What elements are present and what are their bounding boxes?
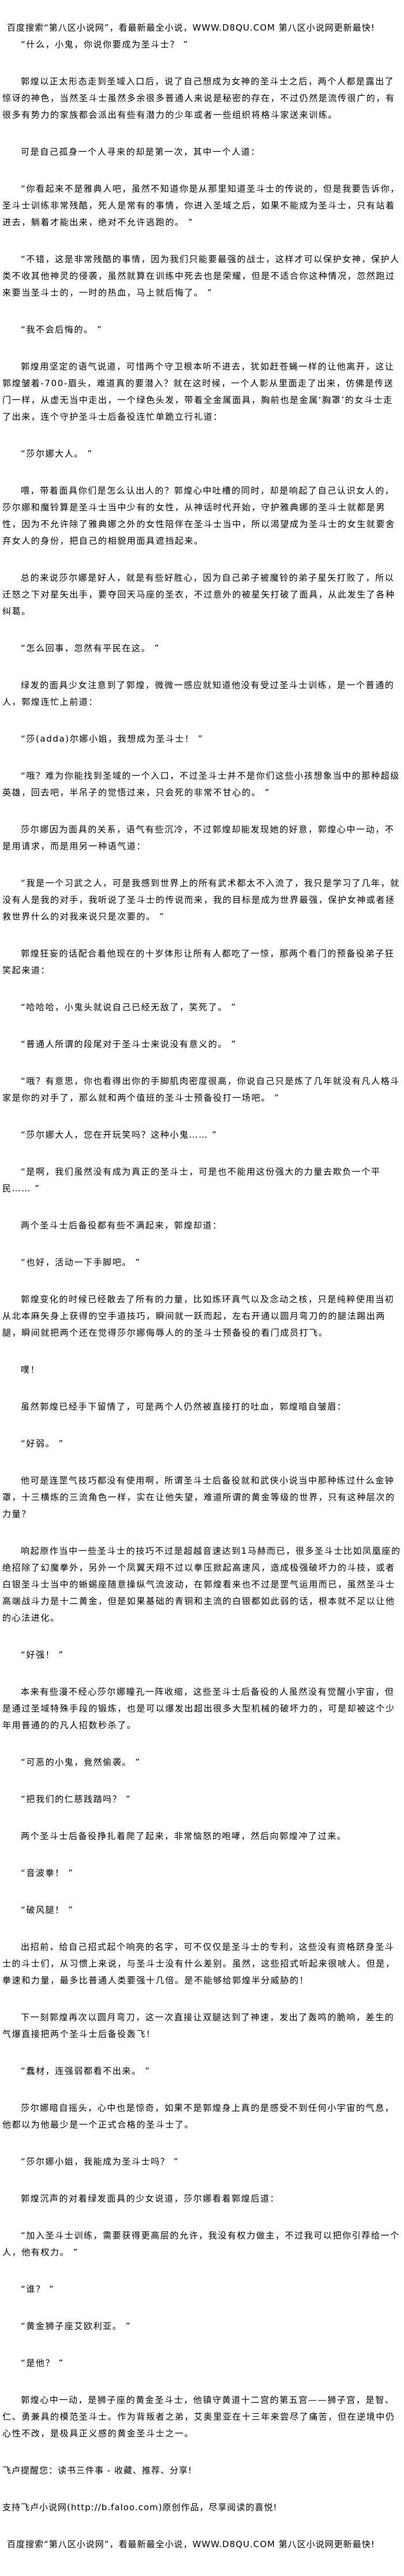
paragraph: “莎尔娜大人，您在开玩笑吗？这种小鬼…… ” xyxy=(21,1130,218,1140)
paragraph: 本来有些漫不经心莎尔娜瞳孔一阵收缩，这些圣斗士后备役的人虽然没有觉醒小宇宙，但是… xyxy=(2,1687,395,1730)
paragraph: “是啊，我们虽然没有成为真正的圣斗士，可是也不能用这份强大的力量去欺负一个平民…… xyxy=(2,1167,381,1194)
paragraph: 喂，带着面具你们是怎么认出人的？郭煌心中吐槽的同时，却是响起了自己认识女人的，莎… xyxy=(2,485,395,546)
paragraph: “莎尔娜大人。 ” xyxy=(21,448,93,459)
paragraph: 响起原作当中一些圣斗士的技巧不过是超越音速达到1马赫而已，很多圣斗士比如凤凰座的… xyxy=(2,1546,401,1623)
paragraph: 总的来说莎尔娜是好人，就是有些好胜心，因为自己弟子被魔铃的弟子星矢打败了，所以迁… xyxy=(2,573,395,616)
paragraph: 出招前，给自己招式起个响亮的名字，可不仅仅是圣斗士的专利，这些没有资格跻身圣斗士… xyxy=(2,1942,395,1986)
footer-banner: 百度搜索“第八区小说网”，看最新最全小说，WWW.D8QU.COM 第八区小说网… xyxy=(7,2539,375,2549)
paragraph: “好强！ ” xyxy=(21,1650,64,1660)
paragraph: “是他？ ” xyxy=(21,2358,64,2368)
paragraph: 两个圣斗士后备役挣扎着爬了起来，非常恼怒的咆哮，然后向郭煌冲了过来。 xyxy=(21,1831,347,1841)
paragraph: 虽然郭煌已经手下留情了，可是两个人仍然被直接打的吐血，郭煌暗自皱眉： xyxy=(21,1401,347,1412)
chapter-body: “什么，小鬼，你说你要成为圣斗士？ ” 郭煌以正太形态走到圣域入口后，说了自己想成… xyxy=(2,36,402,2442)
footer: 飞卢提醒您：读书三件事 - 收藏、推荐、分享! 支持飞卢小说网(http://b… xyxy=(2,2462,402,2553)
paragraph: “你看起来不是雅典人吧，虽然不知道你是从那里知道圣斗士的传说的，但是我要告诉你，… xyxy=(2,184,400,227)
paragraph: 郭煌沉声的对着绿发面具的少女说道，莎尔娜看着郭煌后道： xyxy=(21,2193,280,2204)
paragraph: “可恶的小鬼，竟然偷袭。 ” xyxy=(21,1757,141,1767)
paragraph: “把我们的仁慈践踏吗？ ” xyxy=(21,1794,132,1804)
paragraph: 下一刻郭煌再次以圆月弯刀，这一次直接让双腿达到了神速，发出了轰鸣的脆响，差生的气… xyxy=(2,2012,395,2039)
paragraph: “我是一个习武之人，可是我感到世界上的所有武术都太不入流了，我只是学习了几年，就… xyxy=(2,878,400,922)
paragraph: “破风腿！ ” xyxy=(21,1905,74,1915)
paragraph: 噗！ xyxy=(21,1364,40,1375)
paragraph: “不错，这是非常残酷的事情，因为我们只能要最强的战士，这样才可以保护女神，保护人… xyxy=(2,254,400,298)
paragraph: “也好，活动一下手脚吧。 ” xyxy=(21,1257,141,1268)
paragraph: “音波拳！ ” xyxy=(21,1868,74,1878)
paragraph: “普通人所谓的段尾对于圣斗士来说没有意义的。 ” xyxy=(21,1039,237,1049)
paragraph: “哈哈哈，小鬼头就说自己已经无敌了，笑死了。 ” xyxy=(21,1002,237,1012)
paragraph: 郭煌狂妄的话配合着他现在的十岁体形让所有人都吃了一惊，那两个看门的预备役弟子狂笑… xyxy=(2,948,395,975)
paragraph: 郭煌心中一动，是狮子座的黄金圣斗士，他镇守黄道十二宫的第五宫——狮子宫，是智、仁… xyxy=(2,2395,395,2439)
header-banner: 百度搜索“第八区小说网”，看最新最全小说，WWW.D8QU.COM 第八区小说网… xyxy=(7,23,375,33)
paragraph: 绿发的面具少女注意到了郭煌，微微一感应就知道他没有受过圣斗士训练，是一个普通的人… xyxy=(2,680,395,707)
footer-reminder: 飞卢提醒您：读书三件事 - 收藏、推荐、分享! xyxy=(2,2465,192,2476)
paragraph: “谁？ ” xyxy=(21,2284,55,2294)
footer-support-link[interactable]: 支持飞卢小说网(http://b.faloo.com)原创作品，尽享阅读的喜悦! xyxy=(2,2502,278,2513)
paragraph: “蠢材，连强弱都看不出来。 ” xyxy=(21,2066,151,2076)
paragraph: 郭煌用坚定的语气说道，可惜两个守卫根本听不进去，犹如赶苍蝇一样的让他离开，这让郭… xyxy=(2,361,395,422)
paragraph: “我不会后悔的。 ” xyxy=(21,324,103,335)
paragraph: “加入圣斗士训练，需要获得更高层的允许，我没有权力做主，不过我可以把你引荐给一个… xyxy=(2,2230,400,2257)
paragraph: 莎尔娜暗自摇头，心中也是惊奇，如果不是郭煌身上真的是感受不到任何小宇宙的气息，他… xyxy=(2,2103,395,2130)
paragraph: 可是自己孤身一个人寻来的却是第一次，其中一个人道： xyxy=(21,147,261,157)
paragraph: “莎(adda)尔娜小姐，我想成为圣斗士！ ” xyxy=(21,734,204,744)
paragraph: 郭煌以正太形态走到圣域入口后，说了自己想成为女神的圣斗士之后，两个人都是露出了惊… xyxy=(2,76,395,120)
paragraph: “什么，小鬼，你说你要成为圣斗士？ ” xyxy=(21,39,189,50)
paragraph: 他可是连罡气技巧都没有使用啊，所谓圣斗士后备役就和武侠小说当中那种练过什么金钟罩… xyxy=(2,1475,395,1519)
paragraph: “哦？有意思，你也看得出你的手脚肌肉密度很高，你说自己只是炼了几年就没有凡人格斗… xyxy=(2,1076,400,1103)
paragraph: 两个圣斗士后备役都有些不满起来，郭煌却道： xyxy=(21,1220,222,1231)
paragraph: 莎尔娜因为面具的关系，语气有些沉冷，不过郭煌却能发现她的好意，郭煌心中一动，不是… xyxy=(2,824,395,851)
paragraph: “好弱。 ” xyxy=(21,1438,64,1449)
paragraph: “哦？难为你能找到圣域的一个入口，不过圣斗士并不是你们这些小孩想象当中的那种超级… xyxy=(2,771,400,798)
paragraph: “怎么回事，忽然有平民在这。 ” xyxy=(21,643,160,653)
paragraph: “莎尔娜小姐，我能成为圣斗士吗？ ” xyxy=(21,2156,179,2167)
paragraph: “黄金狮子座艾欧利亚。 ” xyxy=(21,2321,132,2331)
paragraph: 郭煌变化的时候已经散去了所有的力量，比如炼环真气以及念动之核，只是纯粹使用当初从… xyxy=(2,1294,395,1338)
